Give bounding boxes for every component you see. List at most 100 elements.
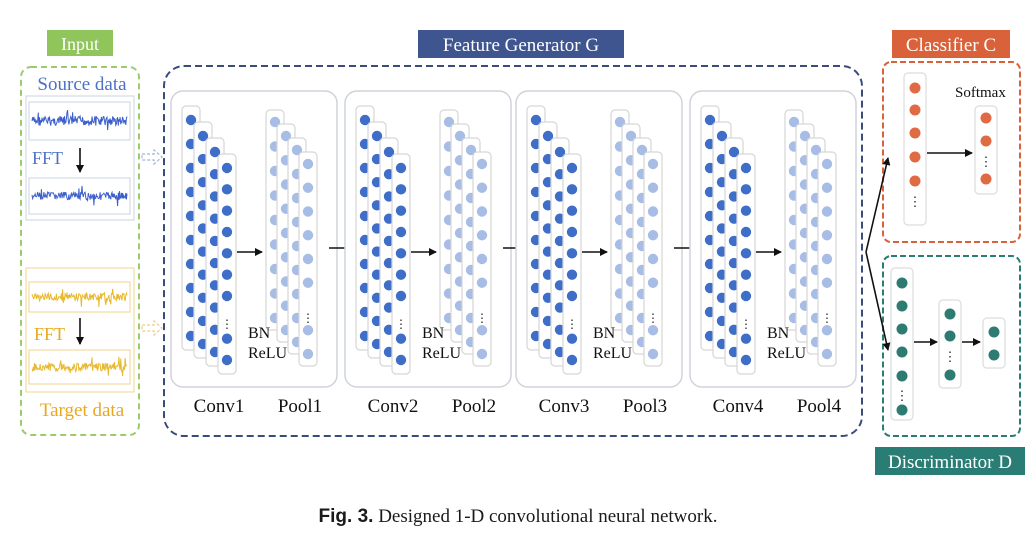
conv-neuron: [554, 146, 566, 158]
neuron: [909, 127, 921, 139]
conv-neuron: [740, 162, 752, 174]
target-fft-label: FFT: [34, 324, 65, 344]
source-raw-signal: [31, 109, 128, 131]
neuron: [896, 323, 908, 335]
pool-neuron: [302, 325, 314, 336]
conv-label: Conv3: [539, 396, 590, 417]
conv-label: Conv1: [194, 396, 245, 417]
target-frame: [25, 267, 135, 393]
conv-neuron: [395, 333, 407, 344]
conv-neuron: [383, 146, 395, 158]
pool-label: Pool2: [452, 396, 496, 417]
conv-neuron: [371, 130, 383, 142]
conv-neuron: [221, 354, 233, 366]
pool-ellipsis: ⋮: [302, 311, 314, 325]
classifier-layer-1-nodes: [909, 82, 921, 187]
pool-neuron: [821, 158, 833, 170]
conv-neuron: [716, 130, 728, 142]
pool-neuron: [280, 130, 292, 142]
conv-neuron: [740, 269, 752, 280]
conv-neuron: [704, 114, 716, 126]
conv-neuron: [740, 290, 752, 302]
pool-neuron: [454, 130, 466, 142]
conv-ellipsis: ⋮: [395, 317, 407, 331]
conv-neuron: [740, 226, 752, 238]
discriminator-header-badge: [875, 447, 1025, 475]
conv-neuron: [395, 226, 407, 238]
softmax-label: Softmax: [955, 85, 1006, 101]
pool-neuron: [821, 348, 833, 360]
pool-neuron: [647, 230, 659, 241]
conv-neuron: [221, 162, 233, 174]
pool-neuron: [476, 230, 488, 241]
conv-neuron: [395, 162, 407, 174]
pool-label: Pool1: [278, 396, 322, 417]
classifier-layer-2: [974, 105, 998, 195]
conv-neuron: [221, 333, 233, 344]
caption-label: Fig. 3.: [318, 506, 374, 527]
pool-neuron: [647, 277, 659, 288]
neuron: [944, 330, 956, 342]
pool-neuron: [821, 206, 833, 217]
classifier-header: Classifier C: [906, 35, 996, 56]
conv-label: Conv2: [368, 396, 419, 417]
conv-ellipsis: ⋮: [740, 317, 752, 331]
classifier-dashed-border: [882, 61, 1021, 243]
conv-neuron: [209, 146, 221, 158]
pool-neuron: [810, 144, 822, 156]
target-raw-signal: [31, 288, 128, 308]
pool-ellipsis: ⋮: [821, 311, 833, 325]
source-signal-box: [28, 101, 131, 141]
conv-neuron: [740, 248, 752, 259]
conv-neuron: [221, 269, 233, 280]
neuron: [909, 82, 921, 94]
relu-label: ReLU: [593, 345, 633, 362]
pool-ellipsis: ⋮: [476, 311, 488, 325]
pool-neuron: [302, 277, 314, 288]
neuron: [896, 370, 908, 382]
conv-neuron: [566, 248, 578, 259]
conv-neuron: [566, 184, 578, 195]
pool-neuron: [821, 253, 833, 265]
conv-neuron: [221, 248, 233, 259]
conv-neuron: [728, 146, 740, 158]
discriminator-ellipsis-2: ⋮: [944, 349, 957, 364]
neuron: [909, 175, 921, 187]
pool-neuron: [476, 253, 488, 265]
conv-neuron: [566, 269, 578, 280]
pool-neuron: [302, 182, 314, 193]
pool-neuron: [302, 230, 314, 241]
pool-neuron: [821, 325, 833, 336]
pool-neuron: [647, 253, 659, 265]
pool-neuron: [476, 277, 488, 288]
bn-label: BN: [767, 325, 790, 342]
caption-text: Designed 1-D convolutional neural networ…: [378, 506, 718, 527]
conv-neuron: [185, 114, 197, 126]
discriminator-layer-1-nodes: [896, 277, 908, 416]
source-fft-label: FFT: [32, 148, 63, 168]
source-to-generator-arrow: [141, 148, 163, 166]
conv-neuron: [566, 205, 578, 216]
pool-ellipsis: ⋮: [647, 311, 659, 325]
conv-neuron: [395, 184, 407, 195]
pool-label: Pool4: [797, 396, 842, 417]
neuron: [980, 112, 992, 124]
neuron: [988, 349, 1000, 361]
pool-neuron: [476, 158, 488, 170]
conv-neuron: [566, 290, 578, 302]
pool-neuron: [443, 116, 455, 128]
conv-neuron: [221, 205, 233, 216]
bn-label: BN: [248, 325, 271, 342]
pool-neuron: [302, 348, 314, 360]
classifier-ellipsis-2: ⋮: [980, 154, 993, 169]
conv-ellipsis: ⋮: [221, 317, 233, 331]
classifier-ellipsis-1: ⋮: [909, 194, 922, 209]
relu-label: ReLU: [767, 345, 807, 362]
pool-neuron: [269, 116, 281, 128]
neuron: [944, 308, 956, 320]
pool-neuron: [821, 230, 833, 241]
